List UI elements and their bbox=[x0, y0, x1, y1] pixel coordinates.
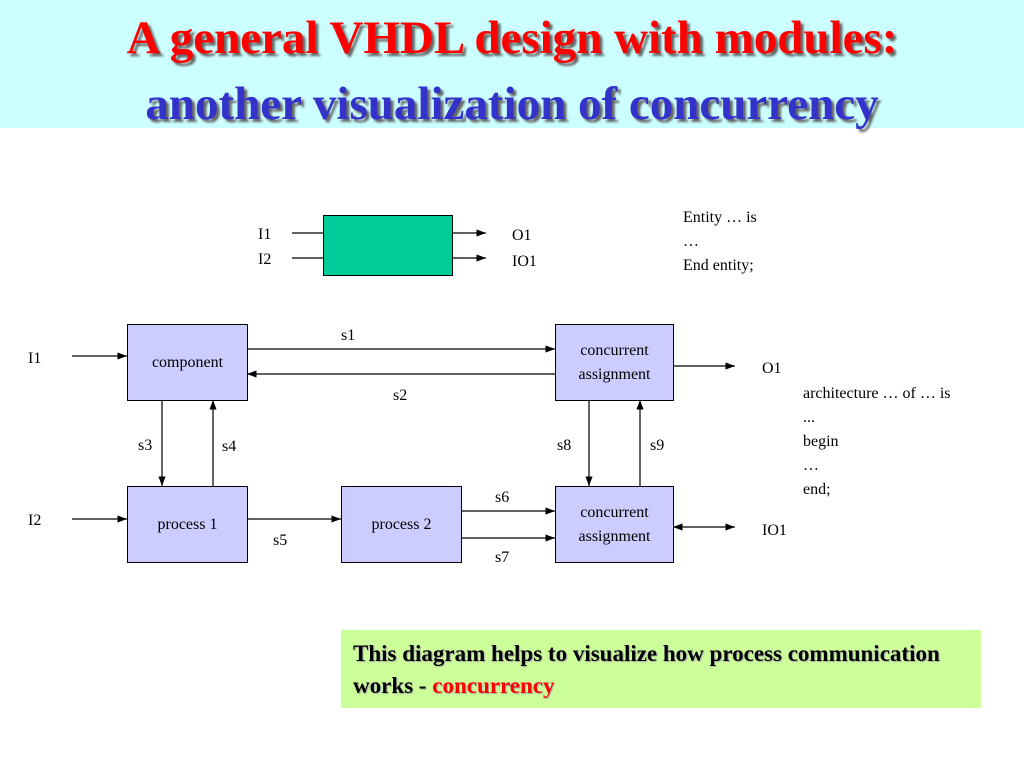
title-line-1: A general VHDL design with modules: bbox=[126, 12, 898, 64]
entity-port-o1: O1 bbox=[512, 227, 532, 244]
signal-s4: s4 bbox=[222, 438, 237, 455]
entity-box bbox=[323, 215, 453, 276]
port-o1: O1 bbox=[762, 360, 782, 377]
architecture-code: architecture … of … is ... begin … end; bbox=[803, 382, 951, 502]
entity-port-io1: IO1 bbox=[512, 253, 537, 270]
port-i2: I2 bbox=[28, 512, 42, 529]
port-io1: IO1 bbox=[762, 522, 787, 539]
process-1-block: process 1 bbox=[127, 486, 248, 563]
code-line: ... bbox=[803, 409, 815, 426]
code-line: end; bbox=[803, 481, 831, 498]
code-line: … bbox=[803, 457, 819, 474]
concurrent-assignment-top-block: concurrent assignment bbox=[555, 324, 674, 401]
entity-port-i2: I2 bbox=[258, 251, 272, 268]
note-text: This diagram helps to visualize how proc… bbox=[353, 641, 940, 698]
signal-s7: s7 bbox=[495, 549, 510, 566]
signal-s9: s9 bbox=[650, 437, 665, 454]
signal-s5: s5 bbox=[273, 532, 288, 549]
code-line: Entity … is bbox=[683, 209, 757, 226]
title-banner: A general VHDL design with modules: anot… bbox=[0, 0, 1024, 130]
signal-s3: s3 bbox=[138, 437, 153, 454]
port-i1: I1 bbox=[28, 350, 42, 367]
code-line: begin bbox=[803, 433, 839, 450]
title-line-2: another visualization of concurrency bbox=[145, 78, 879, 130]
concurrent-assignment-bottom-block: concurrent assignment bbox=[555, 486, 674, 563]
entity-code: Entity … is … End entity; bbox=[683, 206, 757, 278]
code-line: architecture … of … is bbox=[803, 385, 951, 402]
process-2-block: process 2 bbox=[341, 486, 462, 563]
note-highlight: concurrency bbox=[432, 673, 555, 698]
note-box: This diagram helps to visualize how proc… bbox=[341, 630, 981, 708]
entity-port-i1: I1 bbox=[258, 226, 272, 243]
signal-s8: s8 bbox=[557, 437, 572, 454]
code-line: … bbox=[683, 233, 699, 250]
signal-s1: s1 bbox=[341, 327, 356, 344]
signal-s2: s2 bbox=[393, 387, 408, 404]
signal-s6: s6 bbox=[495, 489, 510, 506]
code-line: End entity; bbox=[683, 257, 754, 274]
component-block: component bbox=[127, 324, 248, 401]
